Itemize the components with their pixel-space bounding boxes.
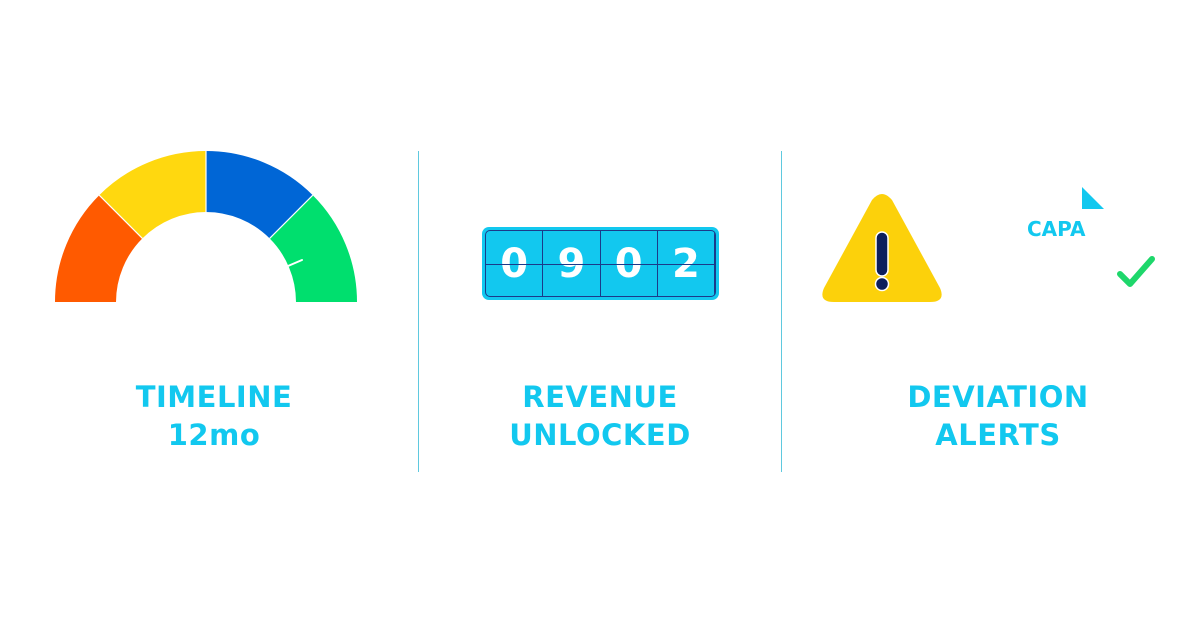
- timeline-gauge: [54, 150, 357, 302]
- divider-left: [418, 151, 419, 472]
- gauge-segment-blue: [206, 150, 313, 239]
- deviation-title: DEVIATION: [907, 380, 1089, 414]
- revenue-label: REVENUE UNLOCKED: [480, 378, 720, 454]
- gauge-segment-green: [269, 195, 357, 302]
- timeline-label: TIMELINE 12mo: [114, 378, 314, 454]
- gauge-segment-yellow: [99, 150, 206, 239]
- divider-right: [781, 151, 782, 472]
- warning-icon: [822, 194, 942, 302]
- timeline-title: TIMELINE: [135, 380, 293, 414]
- revenue-title: REVENUE: [522, 380, 678, 414]
- capa-label: CAPA: [1027, 217, 1086, 241]
- revenue-counter: 0 9 0 2: [482, 227, 719, 300]
- gauge-segment-orange: [54, 195, 143, 302]
- revenue-subtitle: UNLOCKED: [509, 418, 691, 452]
- checkmark-icon: [1117, 256, 1155, 287]
- corner-flag-icon: [1082, 187, 1104, 209]
- deviation-subtitle: ALERTS: [935, 418, 1061, 452]
- gauge-needle-icon: [287, 259, 303, 267]
- deviation-label: DEVIATION ALERTS: [878, 378, 1118, 454]
- timeline-value: 12mo: [167, 418, 261, 452]
